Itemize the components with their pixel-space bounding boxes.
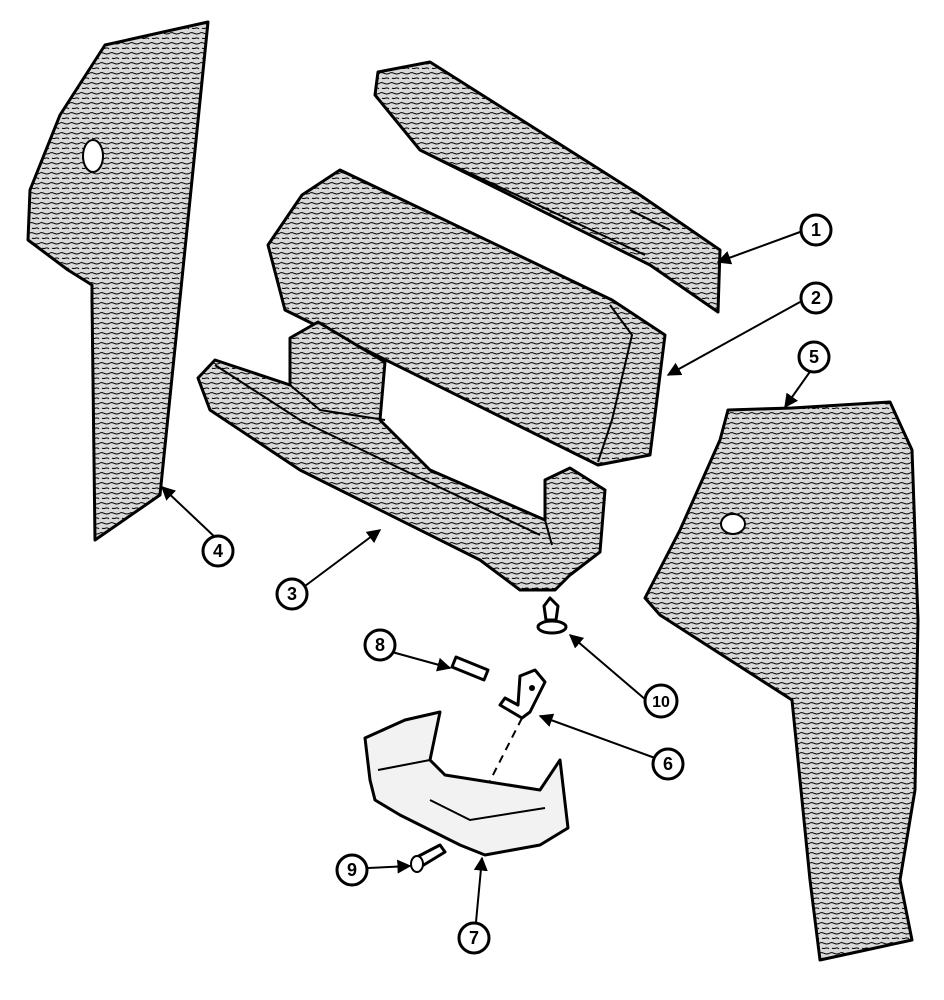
- part-9-screw: [410, 843, 447, 873]
- callout-3-label: 3: [287, 584, 297, 604]
- leader-5: [784, 365, 815, 409]
- callout-2-label: 2: [811, 288, 821, 308]
- leader-3: [304, 529, 382, 587]
- callout-10: 10: [643, 683, 679, 719]
- leader-6: [538, 713, 656, 759]
- callout-8: 8: [363, 628, 397, 662]
- callout-6: 6: [651, 747, 685, 781]
- part-6-bracket: [498, 668, 547, 720]
- callout-6-label: 6: [663, 754, 673, 774]
- callout-1: 1: [799, 213, 833, 247]
- leader-10: [568, 634, 647, 701]
- callout-7-label: 7: [469, 928, 479, 948]
- callout-5: 5: [797, 340, 831, 374]
- leader-9: [367, 859, 412, 874]
- leader-1: [716, 231, 801, 265]
- panel-hole: [720, 513, 746, 535]
- alignment-line: [469, 717, 523, 821]
- panel-hole: [82, 139, 104, 173]
- part-10-push-pin: [536, 596, 568, 635]
- callout-8-label: 8: [375, 635, 385, 655]
- callout-9-label: 9: [347, 860, 357, 880]
- leader-4: [160, 486, 219, 541]
- callout-2: 2: [799, 281, 833, 315]
- leader-lines: [160, 231, 815, 923]
- part-5-right-side-panel: [643, 400, 920, 962]
- part-8-clip: [450, 655, 490, 682]
- leader-7: [473, 856, 488, 923]
- callout-4: 4: [201, 534, 235, 568]
- callout-7: 7: [457, 921, 491, 955]
- callout-9: 9: [335, 853, 369, 887]
- callout-10-label: 10: [652, 694, 670, 711]
- part-2-center-panel: [266, 168, 667, 467]
- callout-5-label: 5: [809, 347, 819, 367]
- callout-1-label: 1: [811, 220, 821, 240]
- callout-3: 3: [275, 577, 309, 611]
- part-1-upper-trim: [373, 60, 722, 314]
- part-7-tray: [363, 710, 570, 857]
- leader-8: [391, 651, 452, 672]
- callout-4-label: 4: [213, 541, 223, 561]
- leader-2: [666, 301, 801, 376]
- part-3-lower-tray: [196, 320, 607, 592]
- part-4-left-side-panel: [26, 20, 210, 542]
